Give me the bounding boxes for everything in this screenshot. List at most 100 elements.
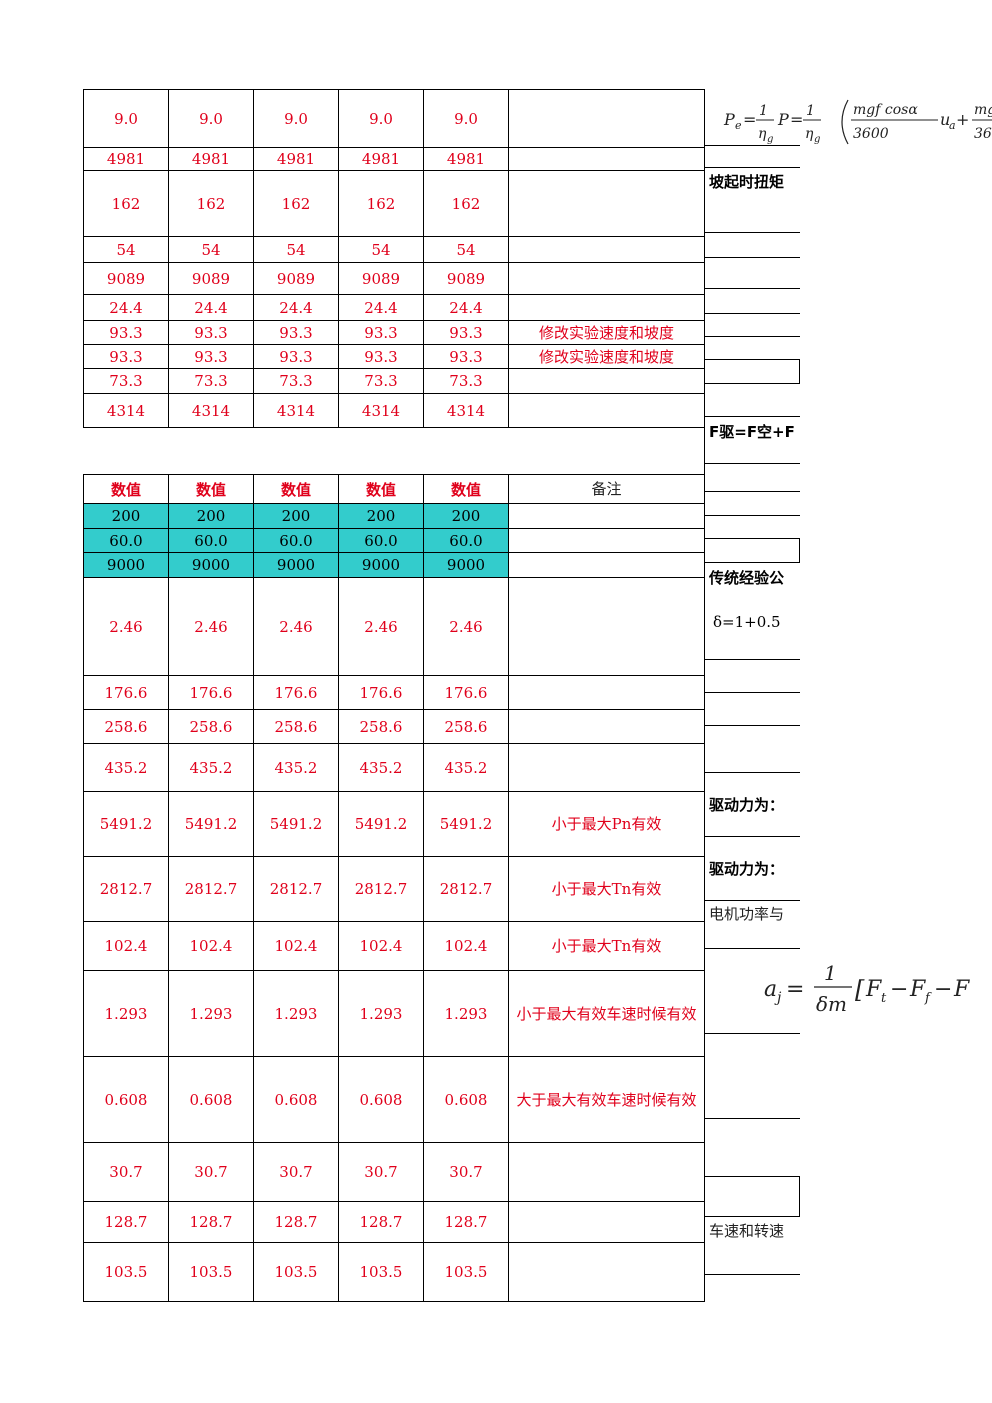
value-cell[interactable]: 24.4 (338, 294, 424, 321)
value-cell[interactable]: 200 (338, 503, 424, 529)
value-cell[interactable]: 54 (338, 236, 424, 263)
value-cell[interactable]: 60.0 (423, 528, 509, 553)
note-cell[interactable] (508, 675, 705, 710)
value-cell[interactable]: 435.2 (253, 743, 339, 792)
value-cell[interactable]: 30.7 (83, 1142, 169, 1202)
value-cell[interactable]: 0.608 (423, 1056, 509, 1143)
column-header[interactable]: 数值 (83, 474, 169, 504)
value-cell[interactable]: 73.3 (253, 368, 339, 394)
value-cell[interactable]: 5491.2 (253, 791, 339, 857)
value-cell[interactable]: 102.4 (83, 921, 169, 971)
note-cell[interactable] (508, 294, 705, 321)
note-cell[interactable]: 小于最大Tn有效 (508, 921, 705, 971)
value-cell[interactable]: 93.3 (83, 344, 169, 369)
value-cell[interactable]: 0.608 (253, 1056, 339, 1143)
value-cell[interactable]: 9089 (338, 262, 424, 295)
value-cell[interactable]: 162 (253, 170, 339, 237)
note-cell[interactable] (508, 1242, 705, 1302)
note-cell[interactable]: 小于最大Tn有效 (508, 856, 705, 922)
value-cell[interactable]: 2.46 (83, 577, 169, 676)
value-cell[interactable]: 128.7 (83, 1201, 169, 1243)
value-cell[interactable]: 103.5 (338, 1242, 424, 1302)
column-header[interactable]: 数值 (338, 474, 424, 504)
value-cell[interactable]: 103.5 (83, 1242, 169, 1302)
value-cell[interactable]: 102.4 (338, 921, 424, 971)
value-cell[interactable]: 2.46 (338, 577, 424, 676)
note-cell[interactable] (508, 368, 705, 394)
value-cell[interactable]: 103.5 (168, 1242, 254, 1302)
column-header[interactable]: 数值 (253, 474, 339, 504)
value-cell[interactable]: 24.4 (168, 294, 254, 321)
note-cell[interactable] (508, 552, 705, 578)
value-cell[interactable]: 93.3 (168, 320, 254, 345)
note-cell[interactable] (508, 393, 705, 428)
value-cell[interactable]: 4314 (423, 393, 509, 428)
value-cell[interactable]: 162 (83, 170, 169, 237)
value-cell[interactable]: 4981 (338, 147, 424, 171)
value-cell[interactable]: 200 (253, 503, 339, 529)
value-cell[interactable]: 128.7 (338, 1201, 424, 1243)
value-cell[interactable]: 24.4 (83, 294, 169, 321)
value-cell[interactable]: 4981 (423, 147, 509, 171)
note-cell[interactable] (508, 528, 705, 553)
value-cell[interactable]: 93.3 (338, 344, 424, 369)
note-cell[interactable]: 修改实验速度和坡度 (508, 344, 705, 369)
value-cell[interactable]: 9089 (253, 262, 339, 295)
value-cell[interactable]: 435.2 (338, 743, 424, 792)
value-cell[interactable]: 2812.7 (253, 856, 339, 922)
value-cell[interactable]: 0.608 (338, 1056, 424, 1143)
value-cell[interactable]: 128.7 (253, 1201, 339, 1243)
value-cell[interactable]: 30.7 (423, 1142, 509, 1202)
note-cell[interactable]: 修改实验速度和坡度 (508, 320, 705, 345)
value-cell[interactable]: 0.608 (168, 1056, 254, 1143)
value-cell[interactable]: 60.0 (168, 528, 254, 553)
value-cell[interactable]: 0.608 (83, 1056, 169, 1143)
value-cell[interactable]: 93.3 (423, 320, 509, 345)
value-cell[interactable]: 4314 (83, 393, 169, 428)
note-cell[interactable]: 小于最大Pn有效 (508, 791, 705, 857)
value-cell[interactable]: 93.3 (253, 344, 339, 369)
value-cell[interactable]: 1.293 (338, 970, 424, 1057)
value-cell[interactable]: 54 (253, 236, 339, 263)
value-cell[interactable]: 9000 (338, 552, 424, 578)
value-cell[interactable]: 4314 (253, 393, 339, 428)
value-cell[interactable]: 5491.2 (338, 791, 424, 857)
value-cell[interactable]: 176.6 (253, 675, 339, 710)
note-cell[interactable] (508, 236, 705, 263)
value-cell[interactable]: 73.3 (423, 368, 509, 394)
value-cell[interactable]: 54 (83, 236, 169, 263)
value-cell[interactable]: 176.6 (83, 675, 169, 710)
value-cell[interactable]: 258.6 (168, 709, 254, 744)
note-cell[interactable] (508, 262, 705, 295)
value-cell[interactable]: 258.6 (83, 709, 169, 744)
value-cell[interactable]: 128.7 (168, 1201, 254, 1243)
value-cell[interactable]: 2812.7 (168, 856, 254, 922)
value-cell[interactable]: 2812.7 (83, 856, 169, 922)
column-header[interactable]: 数值 (168, 474, 254, 504)
value-cell[interactable]: 435.2 (423, 743, 509, 792)
value-cell[interactable]: 54 (168, 236, 254, 263)
value-cell[interactable]: 9000 (253, 552, 339, 578)
value-cell[interactable]: 30.7 (338, 1142, 424, 1202)
value-cell[interactable]: 4981 (83, 147, 169, 171)
value-cell[interactable]: 103.5 (423, 1242, 509, 1302)
value-cell[interactable]: 2.46 (168, 577, 254, 676)
value-cell[interactable]: 1.293 (83, 970, 169, 1057)
value-cell[interactable]: 435.2 (168, 743, 254, 792)
value-cell[interactable]: 73.3 (338, 368, 424, 394)
value-cell[interactable]: 103.5 (253, 1242, 339, 1302)
value-cell[interactable]: 176.6 (338, 675, 424, 710)
value-cell[interactable]: 24.4 (253, 294, 339, 321)
value-cell[interactable]: 5491.2 (168, 791, 254, 857)
value-cell[interactable]: 162 (338, 170, 424, 237)
note-cell[interactable] (508, 1201, 705, 1243)
value-cell[interactable]: 2812.7 (338, 856, 424, 922)
value-cell[interactable]: 200 (168, 503, 254, 529)
value-cell[interactable]: 4314 (338, 393, 424, 428)
value-cell[interactable]: 5491.2 (423, 791, 509, 857)
value-cell[interactable]: 2.46 (253, 577, 339, 676)
note-cell[interactable] (508, 709, 705, 744)
value-cell[interactable]: 4314 (168, 393, 254, 428)
value-cell[interactable]: 93.3 (338, 320, 424, 345)
value-cell[interactable]: 73.3 (168, 368, 254, 394)
